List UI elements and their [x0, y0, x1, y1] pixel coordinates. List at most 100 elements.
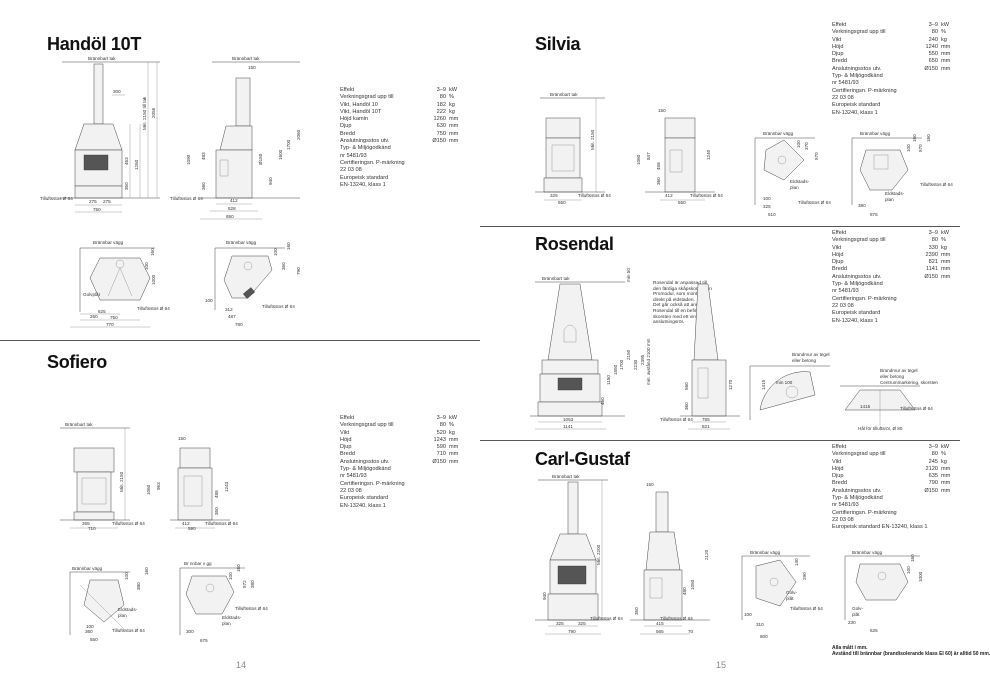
svg-text:100: 100: [796, 140, 801, 148]
svg-text:100: 100: [744, 612, 752, 617]
svg-text:380: 380: [250, 580, 255, 588]
spec-label: Verkningsgrad upp till: [832, 29, 886, 36]
spec-value: 3–9: [928, 444, 938, 450]
spec-unit: %: [941, 29, 946, 36]
spec-value: 245: [928, 458, 938, 465]
spec-unit: %: [449, 94, 454, 101]
svg-text:312: 312: [225, 307, 233, 312]
rosendal-drawings: Brännbart tak 1053 1141 460 1150 1550 17…: [530, 268, 938, 431]
svg-text:360: 360: [85, 629, 93, 634]
svg-text:160: 160: [926, 134, 931, 142]
handol-drawings: Brännbart tak 275 275 750 Tilluftsstos Ø…: [40, 56, 301, 328]
svg-text:min. avstånd 2100 mm: min. avstånd 2100 mm: [645, 338, 651, 385]
svg-text:1270: 1270: [728, 379, 733, 390]
spec-value: 2390: [925, 251, 938, 258]
text-line: Certifieringsn. P-märkning: [832, 87, 897, 94]
text-line: direkt på eldstaden.: [653, 297, 695, 303]
svg-text:100: 100: [124, 572, 129, 580]
spec-label: Vikt: [832, 458, 842, 465]
text-line: Europeisk standard: [340, 174, 389, 181]
spec-label: Verkningsgrad upp till: [832, 451, 886, 458]
spec-label: Höjd: [340, 436, 352, 443]
svg-text:Tilluftsstos Ø 64: Tilluftsstos Ø 64: [170, 196, 203, 201]
rosendal-front-view: Brännbart tak 1053 1141 460 1150 1550 17…: [530, 268, 651, 430]
spec-value: 550: [928, 51, 938, 58]
spec-unit: mm: [449, 451, 459, 458]
svg-text:360: 360: [201, 182, 206, 190]
svg-text:Brännbar vägg: Brännbar vägg: [763, 131, 794, 136]
rosendal-side-view: 755 821 Tilluftsstos Ø 64 560 360 1270: [660, 283, 740, 430]
text-line: 22 03 08: [340, 167, 362, 174]
svg-text:750: 750: [93, 207, 101, 212]
page-number-right: 15: [716, 660, 727, 670]
svg-text:1700: 1700: [619, 359, 624, 370]
spec-value: Ø150: [924, 487, 938, 494]
text-line: nr 5481/93: [832, 502, 859, 509]
spec-unit: mm: [941, 251, 951, 258]
silvia-drawings: Brännbart tak 325 650 Tilluftsstos Ø 64 …: [535, 92, 953, 217]
carl-gustaf-title: Carl-Gustaf: [535, 449, 630, 469]
svg-text:940: 940: [542, 592, 547, 600]
spec-label: Effekt: [832, 230, 847, 236]
svg-text:100: 100: [205, 298, 213, 303]
spec-value: Ø150: [432, 138, 446, 145]
svg-text:2120: 2120: [704, 549, 709, 560]
svg-text:755: 755: [702, 417, 710, 422]
svg-text:plan: plan: [118, 613, 127, 618]
rosendal-plan-view-2: Brandmur av tegel eller betong Centrumma…: [840, 368, 938, 431]
spec-unit: mm: [449, 444, 459, 451]
spec-value: Ø150: [924, 273, 938, 280]
svg-text:Tilluftsstos Ø 64: Tilluftsstos Ø 64: [137, 306, 170, 311]
svg-text:min 50: min 50: [626, 268, 631, 282]
svg-text:Tilluftsstos Ø 64: Tilluftsstos Ø 64: [235, 606, 268, 611]
text-line: Typ- & Miljögodkänd: [340, 466, 391, 473]
text-line: Rosendal är anpassad till: [653, 281, 707, 286]
silvia-title: Silvia: [535, 34, 581, 54]
svg-text:625: 625: [98, 309, 106, 314]
svg-text:Tilluftsstos Ø 64: Tilluftsstos Ø 64: [112, 521, 145, 526]
spec-unit: kg: [449, 429, 455, 436]
svg-text:300: 300: [186, 629, 194, 634]
svg-text:Brännbart tak: Brännbart tak: [88, 56, 116, 61]
handol-side-view: Brännbart tak 150 Tilluftsstos Ø 64 412 …: [170, 56, 301, 220]
svg-text:550: 550: [90, 637, 98, 642]
silvia-plan-view-1: Brännbar vägg Eldstads- plan Tilluftssto…: [754, 131, 831, 217]
spec-unit: %: [941, 451, 946, 458]
svg-text:1090: 1090: [186, 154, 191, 165]
svg-text:plåt: plåt: [786, 595, 794, 601]
svg-text:plan: plan: [790, 185, 799, 190]
spec-unit: mm: [449, 458, 459, 465]
svg-text:Min. 2200: Min. 2200: [596, 544, 601, 565]
spec-value: 710: [436, 451, 446, 458]
svg-text:528: 528: [228, 206, 236, 211]
spec-value: 1243: [433, 436, 446, 443]
sofiero-side-view: 150 412 590 Tilluftsstos Ø 64 488 350 12…: [170, 436, 238, 531]
svg-text:360: 360: [684, 402, 689, 410]
svg-text:875: 875: [870, 212, 878, 217]
svg-text:Centrummarkering, skorsten: Centrummarkering, skorsten: [880, 380, 938, 385]
rosendal-plan-view-1: Brandmur av tegel eller betong min 100 1…: [749, 352, 830, 420]
section-divider-2: [480, 226, 960, 227]
carl-gustaf-drawings: Brännbart tak 325 325 790 Min. 2200 940 …: [535, 474, 923, 639]
svg-text:1415: 1415: [860, 404, 871, 409]
spec-label: Djup: [832, 51, 844, 58]
spec-label: Bredd: [832, 58, 847, 65]
svg-text:Tilluftsstos Ø 64: Tilluftsstos Ø 64: [205, 521, 238, 526]
spec-unit: mm: [449, 130, 459, 137]
svg-text:325: 325: [556, 621, 564, 626]
page-number-left: 14: [236, 660, 247, 670]
svg-text:160: 160: [286, 242, 291, 250]
svg-text:Tilluftsstos Ø 64: Tilluftsstos Ø 64: [40, 196, 73, 201]
spec-value: 222: [436, 108, 446, 115]
spec-unit: kW: [449, 415, 458, 421]
svg-text:480: 480: [682, 587, 687, 595]
